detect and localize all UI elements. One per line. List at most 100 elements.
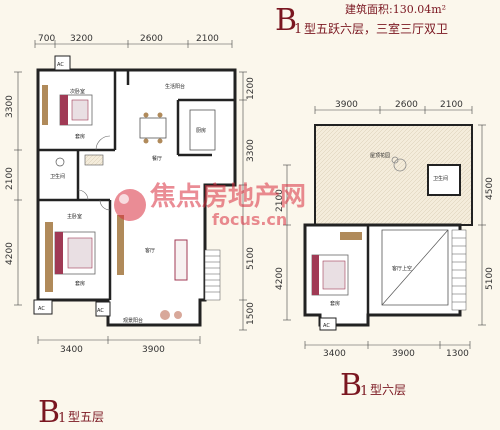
right-bed-headboard bbox=[312, 255, 319, 295]
left-secondary-bed-cover bbox=[71, 99, 89, 121]
right-wardrobe bbox=[340, 232, 362, 240]
right-label-roof-garden: 屋顶花园 bbox=[370, 152, 390, 159]
left-label-bath: 卫生间 bbox=[50, 173, 65, 180]
left-label-living: 客厅 bbox=[145, 247, 155, 254]
left-label-kitchen: 厨房 bbox=[196, 127, 206, 134]
svg-text:AC: AC bbox=[97, 308, 104, 314]
watermark: 焦点房地产网 focus.cn bbox=[114, 181, 306, 229]
right-ac bbox=[319, 317, 337, 331]
left-stair bbox=[204, 249, 221, 301]
left-dining-table bbox=[139, 117, 167, 139]
left-label-master-bed-type: 套房 bbox=[75, 280, 85, 287]
right-right-dimension-line bbox=[478, 124, 486, 326]
right-label-bath: 卫生间 bbox=[433, 175, 448, 182]
left-label-master-bedroom: 主卧室 bbox=[67, 213, 82, 220]
right-top-dim-2: 2600 bbox=[395, 100, 418, 110]
right-left-dim-2: 4200 bbox=[275, 267, 285, 290]
left-right-dim-4: 1500 bbox=[246, 302, 256, 325]
right-label-living-void: 客厅上空 bbox=[392, 265, 412, 272]
right-void-diagonal bbox=[381, 229, 449, 306]
left-top-dim-3: 2600 bbox=[140, 34, 163, 44]
plan-right: 3900 2600 2100 3400 3900 1300 2100 4200 … bbox=[275, 100, 495, 403]
left-sofa bbox=[174, 239, 188, 281]
right-top-dim-1: 3900 bbox=[335, 100, 358, 110]
svg-text:AC: AC bbox=[323, 323, 330, 329]
right-top-dim-3: 2100 bbox=[440, 100, 463, 110]
right-bottom-dimension-line bbox=[304, 341, 471, 349]
right-garden-plants bbox=[391, 156, 407, 172]
right-top-dimension-line bbox=[314, 106, 473, 114]
left-label-view-balcony: 观景阳台 bbox=[123, 317, 143, 324]
type-desc: 型五跃六层，三室三厅双卫 bbox=[304, 21, 448, 36]
left-right-dim-1: 1200 bbox=[246, 77, 256, 100]
left-chair-3 bbox=[143, 138, 149, 144]
header: B 1 型五跃六层，三室三厅双卫 建筑面积:130.04m² bbox=[275, 2, 448, 38]
left-right-dim-2: 3300 bbox=[246, 139, 256, 162]
watermark-sub: focus.cn bbox=[212, 210, 287, 229]
left-tv-cabinet bbox=[117, 215, 124, 275]
right-right-dim-1: 4500 bbox=[485, 177, 495, 200]
left-label-dining: 餐厅 bbox=[152, 155, 162, 162]
left-bath-toilet bbox=[55, 157, 65, 167]
left-kitchen-counter bbox=[189, 109, 216, 151]
right-label-bedroom: 套房 bbox=[330, 300, 340, 307]
left-chair-4 bbox=[157, 138, 163, 144]
left-balcony-chair bbox=[174, 311, 182, 319]
left-caption-letter: B bbox=[38, 395, 60, 430]
watermark-main: 焦点房地产网 bbox=[150, 181, 306, 212]
left-balcony-table bbox=[160, 310, 170, 320]
right-bottom-dim-2: 3900 bbox=[392, 349, 415, 359]
left-left-dim-3: 4200 bbox=[5, 242, 15, 265]
right-bath-block bbox=[427, 164, 461, 196]
left-top-dimension-line bbox=[34, 40, 233, 48]
left-chair-1 bbox=[143, 112, 149, 118]
left-ac-bottom-right bbox=[95, 301, 111, 317]
left-left-dim-1: 3300 bbox=[5, 95, 15, 118]
left-left-dim-2: 2100 bbox=[5, 167, 15, 190]
type-letter: B bbox=[275, 3, 297, 38]
svg-text:AC: AC bbox=[57, 62, 64, 68]
right-living-void bbox=[381, 229, 449, 306]
left-wardrobe-2 bbox=[45, 222, 53, 292]
right-caption-sub: 1 bbox=[360, 384, 368, 399]
left-secondary-bed-headboard bbox=[60, 95, 68, 125]
left-right-dimension-line bbox=[239, 71, 247, 331]
left-label-living-balcony: 生活阳台 bbox=[165, 83, 185, 90]
left-label-secondary-bedroom: 次卧室 bbox=[70, 88, 85, 95]
left-right-dim-3: 5100 bbox=[246, 247, 256, 270]
watermark-logo-icon bbox=[114, 189, 146, 221]
left-top-dim-4: 2100 bbox=[196, 34, 219, 44]
area-label: 建筑面积:130.04m² bbox=[345, 2, 446, 16]
right-bottom-dim-1: 3400 bbox=[323, 349, 346, 359]
left-bath-vanity bbox=[84, 154, 104, 166]
right-caption-letter: B bbox=[340, 368, 362, 403]
svg-text:AC: AC bbox=[38, 306, 45, 312]
left-bottom-dimension-line bbox=[37, 336, 201, 344]
left-caption-sub: 1 bbox=[58, 411, 66, 426]
plan-left: 700 3200 2600 2100 3400 3900 3300 2100 4… bbox=[5, 34, 256, 430]
left-interior-walls bbox=[38, 70, 235, 300]
right-stair bbox=[451, 229, 467, 311]
left-master-bed-headboard bbox=[55, 232, 63, 274]
left-ac-bottom-left bbox=[33, 299, 53, 315]
left-door-swings bbox=[77, 135, 111, 211]
type-sub: 1 bbox=[294, 22, 302, 37]
left-top-dim-1: 700 bbox=[38, 34, 55, 44]
left-master-bed-cover bbox=[67, 237, 93, 269]
left-label-secondary-bed-type: 套房 bbox=[75, 133, 85, 140]
right-right-dim-2: 5100 bbox=[485, 267, 495, 290]
left-wardrobe-1 bbox=[42, 85, 48, 125]
right-bottom-dim-3: 1300 bbox=[446, 349, 469, 359]
right-bed-cover bbox=[322, 260, 346, 290]
right-left-dimension-line bbox=[283, 164, 291, 321]
right-left-dim-1: 2100 bbox=[275, 189, 285, 212]
left-ac-top bbox=[54, 55, 71, 71]
left-bottom-dim-1: 3400 bbox=[60, 345, 83, 355]
left-bottom-dim-2: 3900 bbox=[142, 345, 165, 355]
right-caption-text: 型六层 bbox=[370, 383, 406, 397]
left-caption-text: 型五层 bbox=[68, 410, 104, 424]
left-top-dim-2: 3200 bbox=[70, 34, 93, 44]
left-chair-2 bbox=[157, 112, 163, 118]
